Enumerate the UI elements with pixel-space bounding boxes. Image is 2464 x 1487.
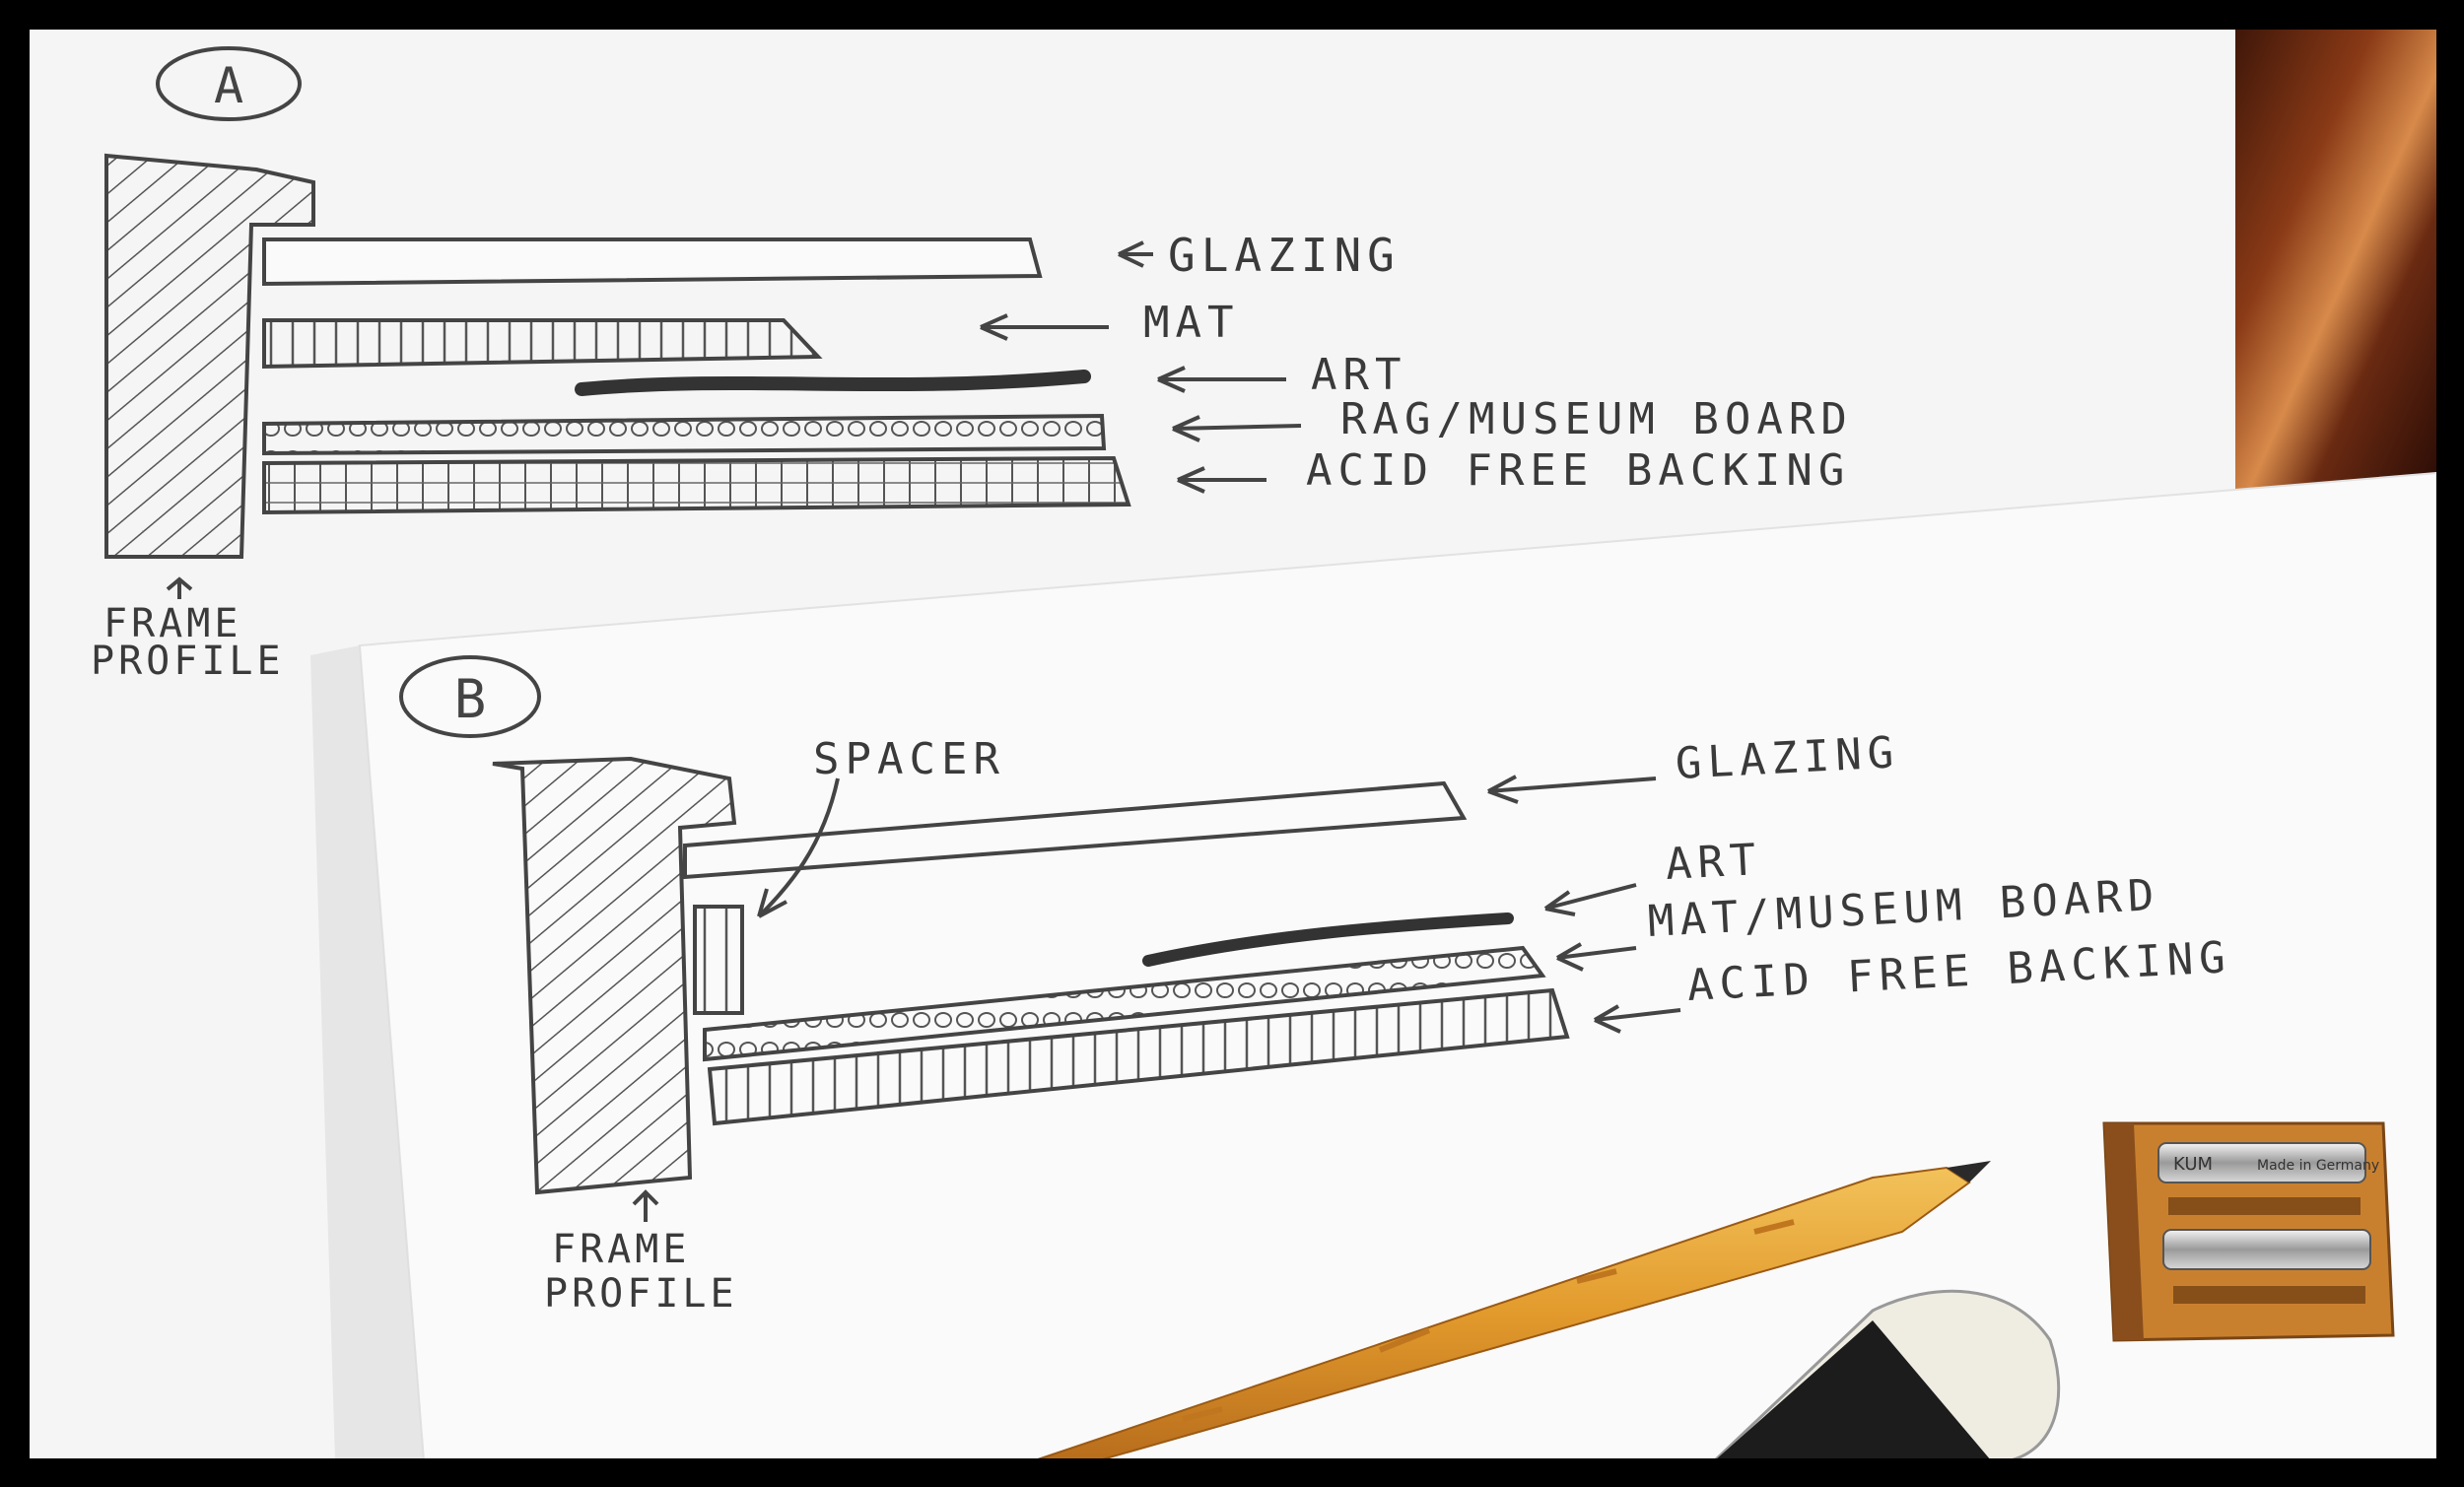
- sketch-a-badge: A: [214, 57, 243, 114]
- sketch-b-label-spacer: SPACER: [813, 734, 1005, 784]
- sketch-a-label-art: ART: [1311, 350, 1407, 400]
- sketch-a-frame-profile-label-1: FRAME: [103, 601, 242, 646]
- sketch-b-diagram: B: [399, 655, 1681, 1222]
- sketch-a-frame-profile: [104, 153, 315, 559]
- sketch-a-label-rag: RAG/MUSEUM BOARD: [1340, 394, 1853, 444]
- sketch-a-diagram: A: [104, 46, 1302, 599]
- sharpener: [2102, 1121, 2395, 1342]
- sharpener-brand: KUM: [2173, 1154, 2213, 1175]
- sketch-a-art: [575, 370, 1091, 396]
- sketch-a-mat: [262, 318, 823, 370]
- sketch-b-backing: [707, 987, 1570, 1126]
- sketch-b-badge: B: [454, 668, 487, 730]
- sketch-b-frame-profile-label-1: FRAME: [552, 1227, 691, 1272]
- sketch-b-mat: [703, 945, 1546, 1062]
- sketch-a-backing: [262, 455, 1131, 515]
- sketch-b-frame-profile: [492, 756, 737, 1195]
- sketch-b-frame-profile-label-2: PROFILE: [544, 1271, 738, 1317]
- wood-table: [2227, 28, 2436, 491]
- sketch-a-glazing: [262, 237, 1043, 287]
- sketch-a-label-glazing: GLAZING: [1168, 229, 1401, 282]
- sketch-a-label-mat: MAT: [1143, 298, 1240, 348]
- sketch-b-badge-circle: [399, 655, 541, 738]
- sketch-a-badge-circle: [156, 46, 302, 121]
- sketch-b-label-art: ART: [1664, 834, 1763, 890]
- sketch-b-glazing: [683, 780, 1468, 880]
- sketch-b-spacer: [693, 905, 744, 1015]
- sharpener-origin: Made in Germany: [2257, 1158, 2379, 1174]
- sketch-a-frame-profile-label-2: PROFILE: [91, 639, 285, 684]
- eraser: [1711, 1289, 2061, 1462]
- sketch-a-label-backing: ACID FREE BACKING: [1306, 445, 1851, 496]
- paper-shadow: [310, 645, 424, 1460]
- sketch-a-rag-board: [262, 413, 1107, 456]
- sketch-b-art: [1142, 912, 1514, 967]
